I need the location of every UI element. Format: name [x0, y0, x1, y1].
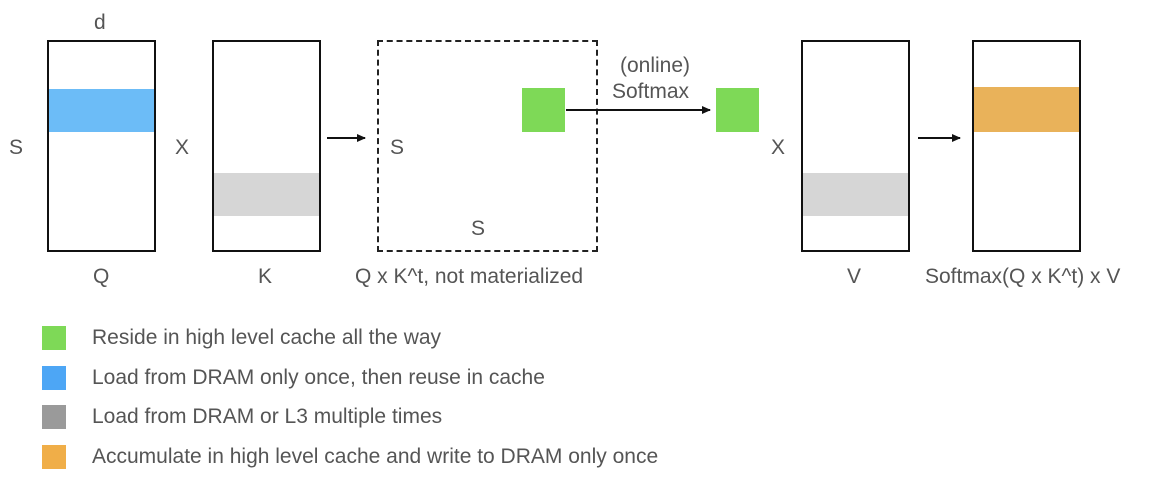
qk-s-col-label: S	[471, 217, 486, 240]
legend-item-green: Reside in high level cache all the way	[42, 326, 441, 350]
legend-swatch-orange	[42, 445, 66, 469]
s-dimension-label: S	[9, 136, 24, 159]
result-matrix	[972, 40, 1081, 252]
qk-matrix-not-materialized	[377, 40, 598, 252]
result-label: Softmax(Q x K^t) x V	[925, 265, 1121, 288]
softmax-label: Softmax	[612, 80, 690, 103]
q-blue-row-block	[49, 89, 154, 132]
legend-item-blue: Load from DRAM only once, then reuse in …	[42, 366, 545, 390]
multiply-sign-1: X	[175, 136, 190, 159]
q-matrix	[47, 40, 156, 252]
k-gray-row-block	[214, 173, 319, 216]
legend-text-blue: Load from DRAM only once, then reuse in …	[92, 366, 545, 389]
k-matrix	[212, 40, 321, 252]
qk-s-row-label: S	[390, 136, 405, 159]
legend-swatch-green	[42, 326, 66, 350]
legend-item-gray: Load from DRAM or L3 multiple times	[42, 405, 442, 429]
softmax-online-label: (online)	[620, 54, 691, 77]
qk-green-tile	[522, 88, 565, 132]
v-label: V	[847, 265, 862, 288]
legend-item-orange: Accumulate in high level cache and write…	[42, 445, 658, 469]
qk-caption: Q x K^t, not materialized	[355, 265, 584, 288]
k-label: K	[258, 265, 273, 288]
legend-text-gray: Load from DRAM or L3 multiple times	[92, 405, 443, 428]
legend-swatch-blue	[42, 366, 66, 390]
v-matrix	[801, 40, 910, 252]
v-gray-row-block	[803, 173, 908, 216]
result-orange-row-block	[974, 87, 1079, 132]
legend-text-green: Reside in high level cache all the way	[92, 326, 442, 349]
q-label: Q	[93, 265, 110, 288]
legend-text-orange: Accumulate in high level cache and write…	[92, 445, 659, 468]
d-dimension-label: d	[94, 11, 106, 34]
multiply-sign-2: X	[771, 136, 786, 159]
softmax-green-tile	[716, 88, 759, 132]
legend-swatch-gray	[42, 405, 66, 429]
